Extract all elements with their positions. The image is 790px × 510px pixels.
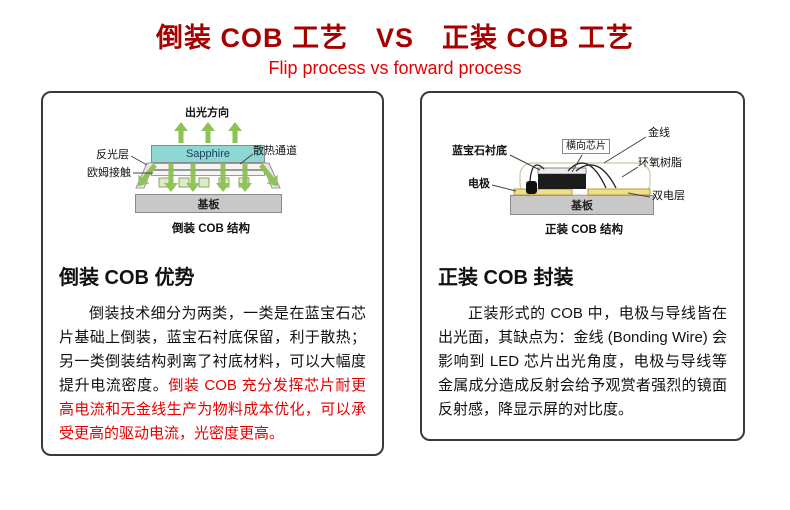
light-up-arrow-icons [174,122,242,143]
double-layer-label: 双电层 [652,190,685,202]
solder-bumps [158,177,250,188]
sapphire-substrate-label: 蓝宝石衬底 [452,145,507,157]
forward-cob-panel: 基板 [420,91,745,441]
flip-cob-panel: Sapphire 基板 [41,91,384,456]
reflective-layer-label: 反光层 [96,149,129,161]
lateral-chip-label: 横向芯片 [562,139,610,154]
flip-advantages-text: 倒装技术细分为两类，一类是在蓝宝石芯片基础上倒装，蓝宝石衬底保留，利于散热；另一… [59,302,366,446]
reflective-layer-bar [146,163,270,170]
flip-text-black: 倒装技术细分为两类，一类是在蓝宝石芯片基础上倒装，蓝宝石衬底保留，利于散热；另一… [59,305,366,394]
sapphire-layer: Sapphire [151,145,265,163]
light-direction-label: 出光方向 [185,107,229,119]
ohmic-contact-bar [151,170,265,176]
forward-diagram-caption: 正装 COB 结构 [545,224,623,236]
epoxy-label: 环氧树脂 [638,157,682,169]
ohmic-contact-label: 欧姆接触 [87,167,131,179]
gold-wire-label: 金线 [648,127,670,139]
forward-text: 正装形式的 COB 中，电极与导线皆在出光面，其缺点为：金线 (Bonding … [438,305,727,418]
epoxy-outline [519,162,651,196]
electrode-pad [526,181,537,194]
page-subtitle: Flip process vs forward process [268,58,522,78]
substrate-layer: 基板 [135,194,282,213]
chip-sapphire-top [537,167,587,175]
flip-cob-diagram: Sapphire 基板 [43,93,382,243]
gold-wire-arcs [529,162,617,189]
electrode-label: 电极 [468,178,490,190]
substrate-layer: 基板 [510,195,654,215]
forward-package-heading: 正装 COB 封装 [438,267,574,289]
flip-diagram-caption: 倒装 COB 结构 [172,223,250,235]
heat-channel-label: 散热通道 [253,145,297,157]
forward-package-text: 正装形式的 COB 中，电极与导线皆在出光面，其缺点为：金线 (Bonding … [438,302,727,422]
flip-text-red: 倒装 COB 充分发挥芯片耐更高电流和无金线生产为物料成本优化，可以承受更高的驱… [59,377,366,442]
page-title: 倒装 COB 工艺 VS 正装 COB 工艺 [155,23,635,53]
lateral-chip-body [538,174,586,189]
forward-cob-diagram: 基板 [422,93,743,243]
flip-advantages-heading: 倒装 COB 优势 [59,267,195,289]
